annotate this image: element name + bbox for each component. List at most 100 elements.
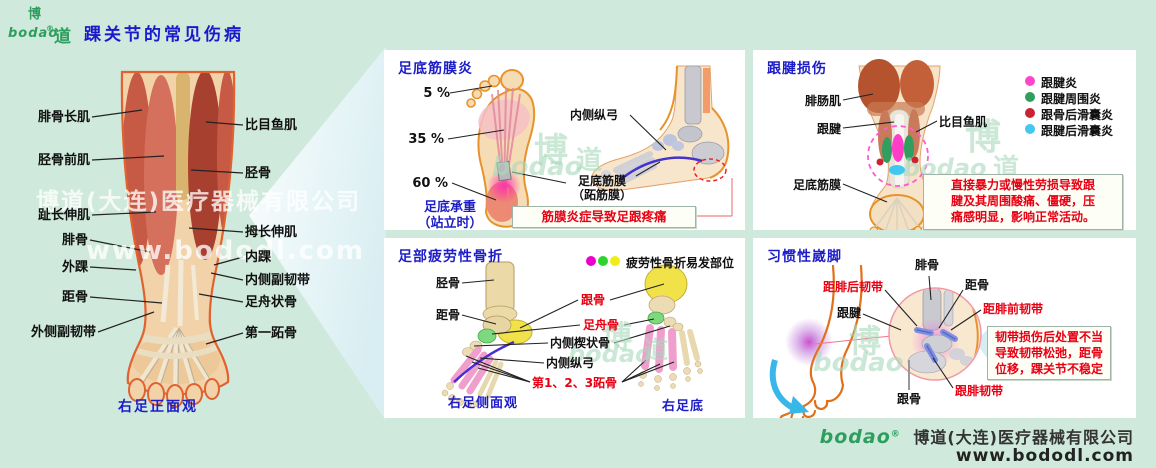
panel-plantar-fasciitis: 博 道 bodao 足底筋膜炎 5 % 35 % 60 % 足底承重 （站立时）…	[384, 50, 745, 231]
weight-label-line1: 足底承重	[423, 200, 476, 215]
panel-stress-fracture: 博 道 bodao 足部疲劳性骨折 疲劳性骨折易发部位 胫骨 距骨 跟骨 足舟骨…	[384, 238, 745, 418]
caption-lateral-view: 右足侧面观	[448, 396, 519, 411]
weight-label-line2: （站立时）	[417, 216, 483, 231]
panel-title-sprain: 习惯性崴脚	[767, 249, 842, 265]
label-navicular: 足舟状骨	[245, 295, 298, 310]
label-calcaneus: 跟骨	[897, 392, 922, 406]
warning-line: 韧带损伤后处置不当	[994, 330, 1103, 344]
ankle-ligament-art	[907, 289, 979, 379]
footer-company-line: bodao® 博道(大连)医疗器械有限公司	[820, 424, 1134, 448]
warning-sprain: 韧带损伤后处置不当 导致韧带松弛，距骨 位移，踝关节不稳定	[987, 326, 1111, 380]
label-ptfl: 距腓后韧带	[822, 280, 883, 294]
legend-dot-retrocalcaneal-bursitis	[1025, 108, 1035, 118]
label-lateral-ligament: 外侧副韧带	[30, 325, 96, 340]
watermark-company: 博道(大连)医疗器械有限公司	[36, 189, 362, 215]
panel-achilles-injury: 博 道 bodao 跟腱损伤 腓肠肌 跟腱 足底筋膜 比目鱼肌 跟腱炎 跟腱周围…	[753, 50, 1136, 230]
label-achilles: 跟腱	[836, 306, 861, 320]
leader-lines	[842, 93, 938, 203]
watermark-dao: 道	[576, 146, 603, 176]
label-peroneus-longus: 腓骨长肌	[37, 110, 90, 125]
legend-dot-tendinitis	[1025, 76, 1035, 86]
label-talus: 距骨	[61, 290, 88, 305]
percent-toes: 5 %	[423, 86, 450, 101]
watermark-dao: 道	[644, 336, 668, 364]
label-metatarsals-123: 第1、2、3跖骨	[532, 376, 618, 390]
label-extensor-hallucis: 拇长伸肌	[245, 225, 298, 240]
label-medial-arch: 内侧纵弓	[546, 356, 595, 370]
label-gastrocnemius: 腓肠肌	[804, 94, 841, 108]
watermark-bo: 博	[602, 320, 632, 355]
page-title: 踝关节的常见伤病	[84, 25, 244, 45]
label-navicular: 足舟骨	[583, 318, 620, 332]
legend-dot-1	[586, 256, 596, 266]
label-plantar-fascia-line2: （跖筋膜）	[571, 188, 632, 202]
label-tibialis-anterior: 胫骨前肌	[37, 153, 90, 168]
label-achilles-tendon: 跟腱	[816, 122, 841, 136]
foot-side-art	[591, 65, 730, 191]
legend-dot-retroachilles-bursitis	[1025, 124, 1035, 134]
leader-lines	[447, 85, 667, 201]
leader-lines	[89, 109, 244, 345]
leg-back-art	[858, 59, 941, 230]
warning-line: 痛感明显，影响正常活动。	[950, 210, 1095, 224]
percent-heel: 60 %	[412, 176, 448, 191]
label-tibia: 胫骨	[245, 166, 272, 181]
label-soleus: 比目鱼肌	[939, 115, 988, 129]
leader-lines	[862, 275, 982, 389]
achilles-illustration	[842, 59, 941, 230]
label-medial-malleolus: 内踝	[245, 250, 272, 265]
footer-bodao-logo: bodao	[819, 426, 891, 448]
legend-dot-2	[598, 256, 608, 266]
watermark-bo: 博	[849, 322, 882, 360]
watermark-bodao: bodao	[568, 340, 652, 368]
label-extensor-digitorum: 趾长伸肌	[37, 208, 90, 223]
label-medial-cuneiform: 内侧楔状骨	[550, 336, 611, 350]
warning-achilles: 直接暴力或慢性劳损导致跟 腱及其周围酸痛、僵硬，压 痛感明显，影响正常活动。	[923, 174, 1123, 230]
leg-muscle-group	[122, 72, 235, 393]
label-first-metatarsal: 第一跖骨	[245, 326, 298, 341]
watermark-bo: 博	[965, 117, 1002, 158]
label-fibula: 腓骨	[915, 258, 940, 272]
sprain-arrow	[769, 359, 795, 411]
legend-label-tendinitis: 跟腱炎	[1041, 76, 1078, 90]
leg-front-illustration	[89, 70, 244, 408]
legend-label-retrocalcaneal-bursitis: 跟骨后滑囊炎	[1041, 108, 1114, 122]
watermark-bodao: bodao	[492, 152, 583, 182]
glow-connector	[814, 335, 892, 345]
warning-plantar-fasciitis: 筋膜炎症导致足跟疼痛	[512, 206, 696, 228]
watermark-website: www.bododl.com	[86, 236, 365, 266]
label-cfl: 跟腓韧带	[955, 384, 1004, 398]
label-medial-ligament: 内侧副韧带	[245, 273, 311, 288]
panel-title-plantar-fasciitis: 足底筋膜炎	[398, 61, 473, 77]
label-soleus: 比目鱼肌	[245, 118, 298, 133]
panel-title-achilles: 跟腱损伤	[767, 61, 827, 77]
label-lateral-malleolus: 外踝	[61, 260, 88, 275]
callout-wedge	[975, 330, 987, 358]
warning-line: 导致韧带松弛，距骨	[994, 346, 1103, 360]
logo-registered-mark: ®	[46, 24, 54, 33]
logo-dao-glyph: 道	[54, 27, 71, 47]
stress-fracture-illustration	[441, 261, 703, 408]
legend-dot-3	[610, 256, 620, 266]
footer-registered-mark: ®	[890, 429, 901, 440]
label-fibula: 腓骨	[61, 233, 88, 248]
caption-front-view: 右足正面观	[118, 399, 198, 415]
toes-group	[128, 378, 220, 408]
legend-label-retroachilles-bursitis: 跟腱后滑囊炎	[1041, 124, 1114, 138]
sprain-illustration	[769, 264, 987, 418]
legend-label-peritendinitis: 跟腱周围炎	[1041, 92, 1102, 106]
label-talus: 距骨	[965, 278, 990, 292]
label-atfl: 距腓前韧带	[983, 302, 1044, 316]
plantar-fasciitis-illustration	[447, 65, 733, 228]
warning-line: 位移，踝关节不稳定	[994, 362, 1103, 376]
warning-connectors	[507, 178, 733, 217]
label-tibia: 胫骨	[435, 276, 460, 290]
watermark-bodao: bodao	[813, 348, 904, 378]
panel-title-stress-fracture: 足部疲劳性骨折	[398, 249, 503, 265]
percent-ball: 35 %	[408, 132, 444, 147]
logo-bo-glyph: 博	[28, 7, 42, 22]
caption-plantar-view: 右足底	[662, 399, 705, 414]
legend-dot-peritendinitis	[1025, 92, 1035, 102]
label-talus: 距骨	[435, 308, 460, 322]
